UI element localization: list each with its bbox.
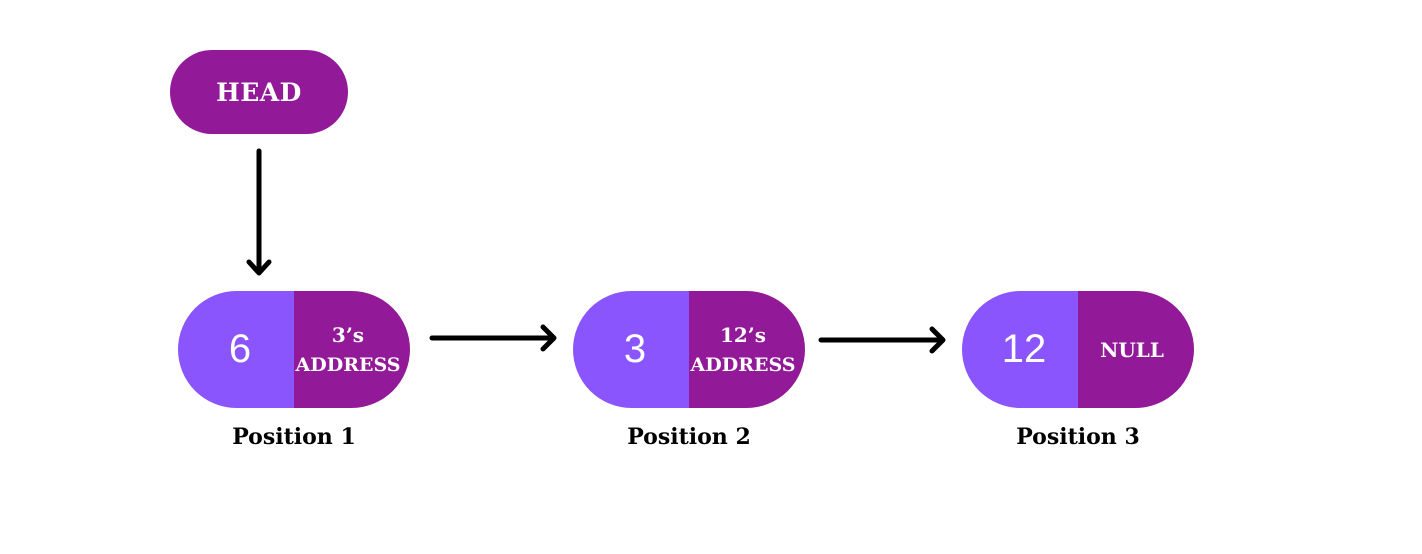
node-3-position-label: Position 3	[1016, 424, 1140, 450]
node-2-value: 3	[573, 291, 689, 408]
node-3-next-line1: NULL	[1100, 337, 1164, 362]
list-node-1: 6 3’s ADDRESS	[178, 291, 410, 408]
node-1-position-label: Position 1	[232, 424, 356, 450]
node-2-next-line1: 12’s	[719, 322, 767, 347]
node-1-next-line2: ADDRESS	[295, 353, 401, 376]
node-3-value: 12	[962, 291, 1078, 408]
node-2-to-3-arrow	[818, 326, 946, 354]
node-2-next-line2: ADDRESS	[690, 353, 796, 376]
node-1-to-2-arrow	[429, 324, 557, 352]
list-node-3: 12 NULL	[962, 291, 1194, 408]
head-label: HEAD	[216, 77, 302, 107]
head-pointer: HEAD	[170, 50, 348, 134]
node-2-next-pointer: 12’s ADDRESS	[689, 291, 805, 408]
node-1-next-line1: 3’s	[331, 322, 365, 347]
node-1-value: 6	[178, 291, 294, 408]
head-arrow	[246, 148, 272, 276]
node-2-position-label: Position 2	[627, 424, 751, 450]
node-1-next-pointer: 3’s ADDRESS	[294, 291, 410, 408]
list-node-2: 3 12’s ADDRESS	[573, 291, 805, 408]
node-3-next-pointer: NULL	[1078, 291, 1194, 408]
